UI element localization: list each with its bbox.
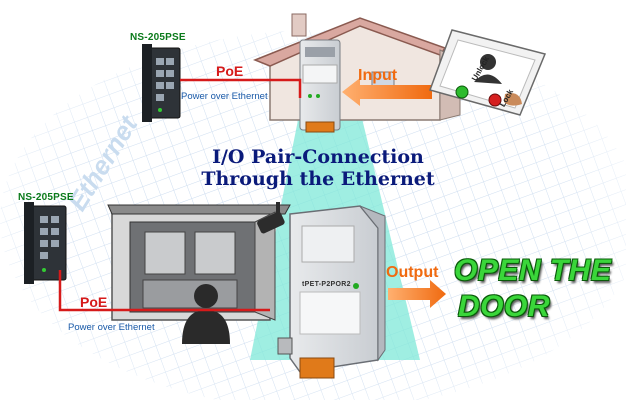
top-poe-label: PoE [216, 63, 244, 79]
top-switch-label: NS-205PSE [130, 32, 186, 43]
diagram-title-line2: Through the Ethernet [201, 168, 435, 190]
top-io-device [299, 39, 341, 133]
top-switch [142, 44, 181, 122]
top-poe-cable [180, 78, 302, 98]
output-label: Output [386, 264, 439, 281]
output-arrow [388, 280, 446, 308]
control-panel [429, 29, 547, 116]
bottom-io-device [277, 205, 386, 379]
garage [107, 204, 291, 321]
input-label: Input [358, 67, 398, 84]
unlock-indicator [455, 85, 469, 99]
result-line1: OPEN THE [454, 254, 612, 287]
security-camera [257, 202, 285, 234]
bottom-switch-label: NS-205PSE [18, 192, 74, 203]
bottom-switch [24, 202, 67, 284]
bottom-poe-cable [58, 270, 270, 312]
bottom-poe-sublabel: Power over Ethernet [68, 322, 155, 333]
diagram-title-line1: I/O Pair-Connection [212, 146, 424, 168]
top-poe-sublabel: Power over Ethernet [181, 91, 268, 102]
bottom-device-model: tPET-P2POR2 [302, 281, 351, 288]
result-line2: DOOR [458, 290, 550, 323]
person-silhouette [182, 284, 230, 344]
input-arrow [342, 78, 432, 106]
bottom-poe-label: PoE [80, 294, 108, 310]
lock-indicator [488, 93, 502, 107]
